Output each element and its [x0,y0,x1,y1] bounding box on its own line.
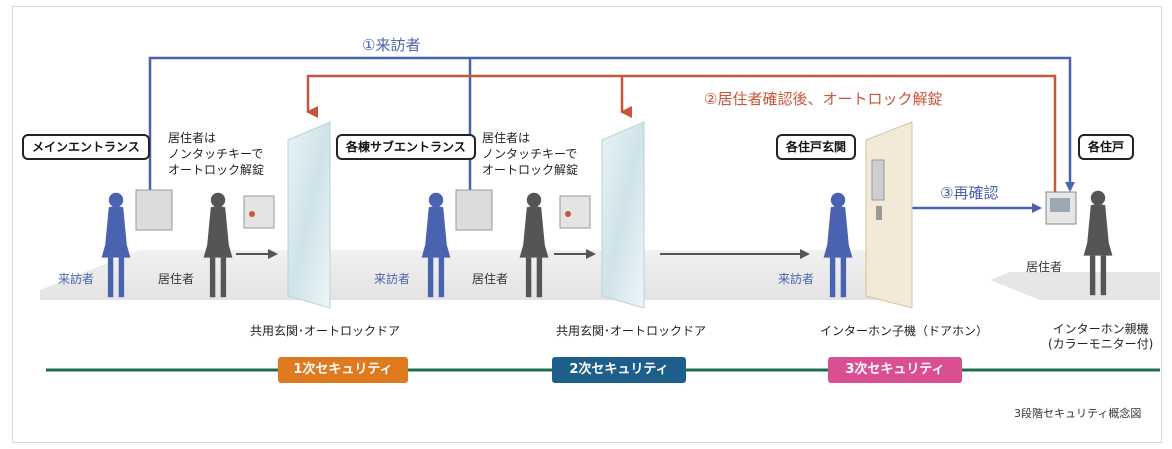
step-2-label: ②居住者確認後、オートロック解錠 [704,90,943,108]
security-level-1-badge: 1次セキュリティ [278,357,408,383]
visitor-label-3: 来訪者 [778,272,815,286]
security-level-3-badge: 3次セキュリティ [828,357,962,383]
glass-door-1 [287,121,331,309]
resident-label-1: 居住者 [158,272,195,286]
intercom-panel-main [135,189,173,231]
note-sub-line-3: オートロック解錠 [482,163,579,177]
glass-door-2 [601,121,645,309]
intercom-parent-caption-line-1: インターホン親機 [1052,322,1149,336]
note-sub-line-1: 居住者は [482,131,531,145]
door-1-caption: 共用玄関･オートロックドア [250,324,401,338]
location-unit: 各住戸 [1078,134,1135,160]
visitor-label-2: 来訪者 [374,272,411,286]
floor-unit [990,272,1160,300]
intercom-child-caption: インターホン子機（ドアホン） [820,324,989,338]
location-sub-entrance: 各棟サブエントランス [336,134,476,160]
key-reader-sub [559,195,591,229]
location-unit-entrance: 各住戸玄関 [776,134,857,160]
note-sub: 居住者は ノンタッチキーで オートロック解錠 [482,130,578,178]
diagram-frame [12,6,1162,443]
note-main-line-2: ノンタッチキーで [168,147,264,161]
resident-label-3: 居住者 [1026,260,1063,274]
location-main-entrance: メインエントランス [22,134,150,160]
floor [40,250,900,300]
visitor-label-1: 来訪者 [58,272,95,286]
intercom-parent-caption: インターホン親機 (カラーモニター付) [1048,322,1153,352]
unit-door [865,121,913,309]
door-2-caption: 共用玄関･オートロックドア [556,324,707,338]
step-3-label: ③再確認 [940,184,999,202]
intercom-parent-caption-line-2: (カラーモニター付) [1048,337,1154,351]
resident-label-2: 居住者 [472,272,509,286]
key-reader-main [243,195,275,229]
visitor-route [148,56,1075,196]
security-level-2-badge: 2次セキュリティ [552,357,686,383]
step-1-label: ①来訪者 [362,36,421,54]
figure-caption: 3段階セキュリティ概念図 [1014,407,1142,420]
door-intercom [871,159,885,201]
note-main-line-1: 居住者は [168,131,217,145]
unlock-route [306,74,1057,200]
intercom-panel-sub [455,189,493,231]
note-sub-line-2: ノンタッチキーで [482,147,578,161]
note-main: 居住者は ノンタッチキーで オートロック解錠 [168,130,264,178]
note-main-line-3: オートロック解錠 [168,163,265,177]
